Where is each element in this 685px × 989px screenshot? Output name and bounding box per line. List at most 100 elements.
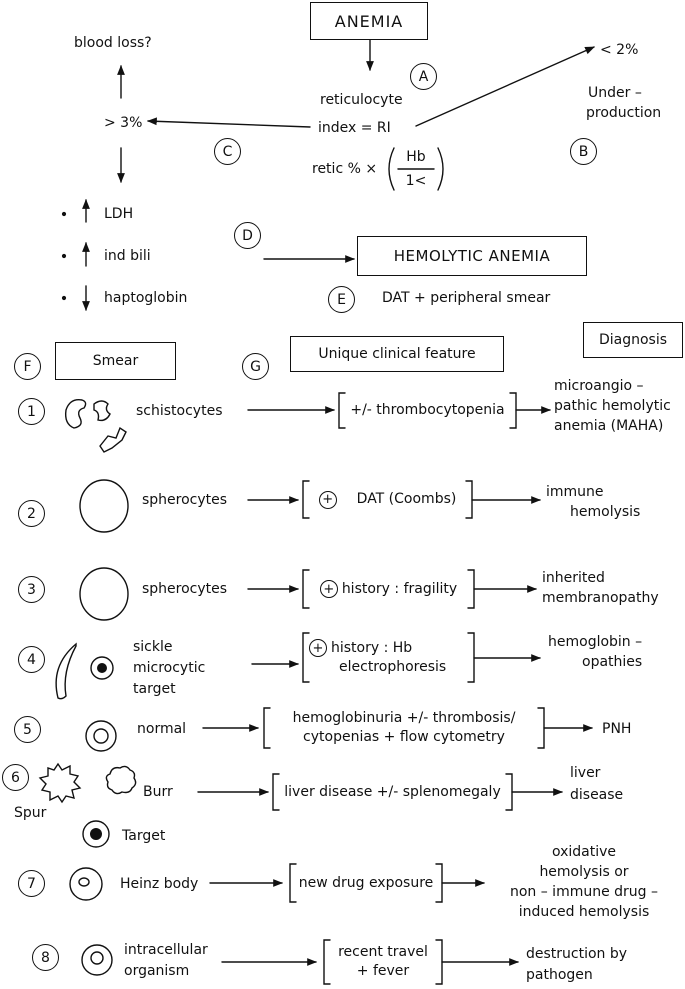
row-8-feature-line2: + fever <box>356 963 410 979</box>
row-4-diagnosis-line1: hemoglobin – <box>548 634 643 650</box>
row-2-number: 2 <box>18 500 45 527</box>
row-8-number: 8 <box>32 944 59 971</box>
row-7-diagnosis-line3: non – immune drug – <box>509 884 659 900</box>
row-4-feature: +history : Hb electrophoresis <box>309 633 468 682</box>
diagnosis-header-box: Diagnosis <box>583 322 683 358</box>
bili-label: ind bili <box>104 248 151 264</box>
schistocyte-shape-2 <box>93 400 111 422</box>
row3-bracket-right <box>467 569 475 609</box>
formula-denominator: 1< <box>405 173 427 189</box>
normal-cell-outer <box>85 720 117 752</box>
row-3-feature-line1: history : fragility <box>341 580 458 597</box>
smear-header: Smear <box>92 353 139 369</box>
row-5-number-label: 5 <box>23 721 32 738</box>
row-7-smear: Heinz body <box>120 876 199 892</box>
dat-smear-label: DAT + peripheral smear <box>382 290 551 306</box>
gt3-label: > 3% <box>104 115 143 131</box>
ri-label: index = RI <box>318 120 391 136</box>
row-1-diagnosis: microangio – pathic hemolytic anemia (MA… <box>554 376 671 436</box>
row-4-number: 4 <box>18 646 45 673</box>
arrow-ri-to-gt3 <box>147 117 311 128</box>
marker-b: B <box>570 138 597 165</box>
marker-c-label: C <box>222 143 233 160</box>
marker-a: A <box>410 63 437 90</box>
row-5-feature-line1: hemoglobinuria +/- thrombosis/ <box>292 710 516 726</box>
row-8-smear: intracellular organism <box>124 940 208 982</box>
spherocyte-shape-row2 <box>79 479 129 533</box>
top-bili-bullet <box>61 253 67 259</box>
spur-cell-shape <box>38 762 82 804</box>
row-4-plus-icon: + <box>309 639 327 657</box>
marker-f-label: F <box>23 358 32 375</box>
row5-bracket-right <box>537 707 545 749</box>
paren-right <box>437 147 444 191</box>
row8-bracket-left <box>323 939 331 985</box>
row-6-diagnosis: liver disease <box>570 762 623 806</box>
row-8-feature: recent travel + fever <box>330 940 436 984</box>
marker-g-label: G <box>250 358 261 375</box>
marker-e-label: E <box>337 291 346 308</box>
heinz-body-inclusion <box>78 877 90 887</box>
row-6-feature: liver disease +/- splenomegaly <box>279 774 506 810</box>
diagnosis-header: Diagnosis <box>598 332 668 348</box>
row-2-diagnosis-line2: hemolysis <box>570 504 641 520</box>
hemolytic-anemia-label: HEMOLYTIC ANEMIA <box>393 247 551 265</box>
normal-cell-inner <box>93 728 109 744</box>
spherocyte-shape-row3 <box>79 567 129 621</box>
row6-bracket-right <box>505 773 513 811</box>
top-ldh-bullet <box>61 211 67 217</box>
organism-cell-outer <box>81 944 113 976</box>
row-3-feature: + history : fragility <box>309 570 468 608</box>
row-4-smear-line2: microcytic <box>133 660 206 676</box>
anemia-title-box: ANEMIA <box>310 2 428 40</box>
heinz-cell <box>69 867 103 901</box>
row-8-number-label: 8 <box>41 949 50 966</box>
row5-bracket-left <box>263 707 271 749</box>
row-8-diagnosis: destruction by pathogen <box>526 944 627 986</box>
schistocyte-shape-1 <box>64 399 87 429</box>
target-cell-row6-outer <box>82 820 110 848</box>
row-3-number: 3 <box>18 576 45 603</box>
formula-prefix: retic % × <box>312 161 378 177</box>
hemolytic-anemia-box: HEMOLYTIC ANEMIA <box>357 236 587 276</box>
row-4-diagnosis-line2: opathies <box>582 654 643 670</box>
row-4-feature-line1: history : Hb <box>331 639 413 656</box>
anemia-title: ANEMIA <box>334 11 404 31</box>
marker-d-label: D <box>242 227 253 244</box>
row-3-diagnosis: inherited membranopathy <box>542 568 659 608</box>
row3-bracket-left <box>302 569 310 609</box>
row-4-number-label: 4 <box>27 651 36 668</box>
row-7-diagnosis: oxidative hemolysis or non – immune drug… <box>486 842 682 922</box>
row-3-number-label: 3 <box>27 581 36 598</box>
marker-a-label: A <box>418 68 429 85</box>
blood-loss-label: blood loss? <box>74 35 152 51</box>
row-4-smear: sickle microcytic target <box>133 637 205 700</box>
row-2-feature-line1: DAT (Coombs) <box>356 491 457 507</box>
row-8-diagnosis-line2: pathogen <box>526 967 593 983</box>
marker-f: F <box>14 353 41 380</box>
row-3-smear: spherocytes <box>142 581 228 597</box>
row-1-diagnosis-line1: microangio – <box>554 378 644 394</box>
row4-bracket-right <box>467 632 475 683</box>
row-2-feature: + DAT (Coombs) <box>309 481 466 518</box>
row-1-diagnosis-line3: anemia (MAHA) <box>554 418 664 434</box>
haptoglobin-label: haptoglobin <box>104 290 188 306</box>
reticulocyte-label: reticulocyte <box>320 92 403 108</box>
arrow-ri-to-lt2 <box>415 46 595 127</box>
row-1-number: 1 <box>18 398 45 425</box>
row-5-diagnosis: PNH <box>602 721 632 737</box>
row-1-feature-line1: +/- thrombocytopenia <box>350 402 505 418</box>
row-4-diagnosis: hemoglobin – opathies <box>548 632 642 672</box>
marker-e: E <box>328 286 355 313</box>
row-2-plus-icon: + <box>318 490 337 509</box>
row-1-diagnosis-line2: pathic hemolytic <box>554 398 671 414</box>
row-7-diagnosis-line2: hemolysis or <box>539 864 629 880</box>
row-7-number-label: 7 <box>27 875 36 892</box>
row-6-number-label: 6 <box>11 769 20 786</box>
row-4-smear-line3: target <box>133 681 176 697</box>
row-7-feature-line1: new drug exposure <box>298 874 434 891</box>
feature-header-box: Unique clinical feature <box>290 336 504 372</box>
row-2-smear: spherocytes <box>142 492 228 508</box>
